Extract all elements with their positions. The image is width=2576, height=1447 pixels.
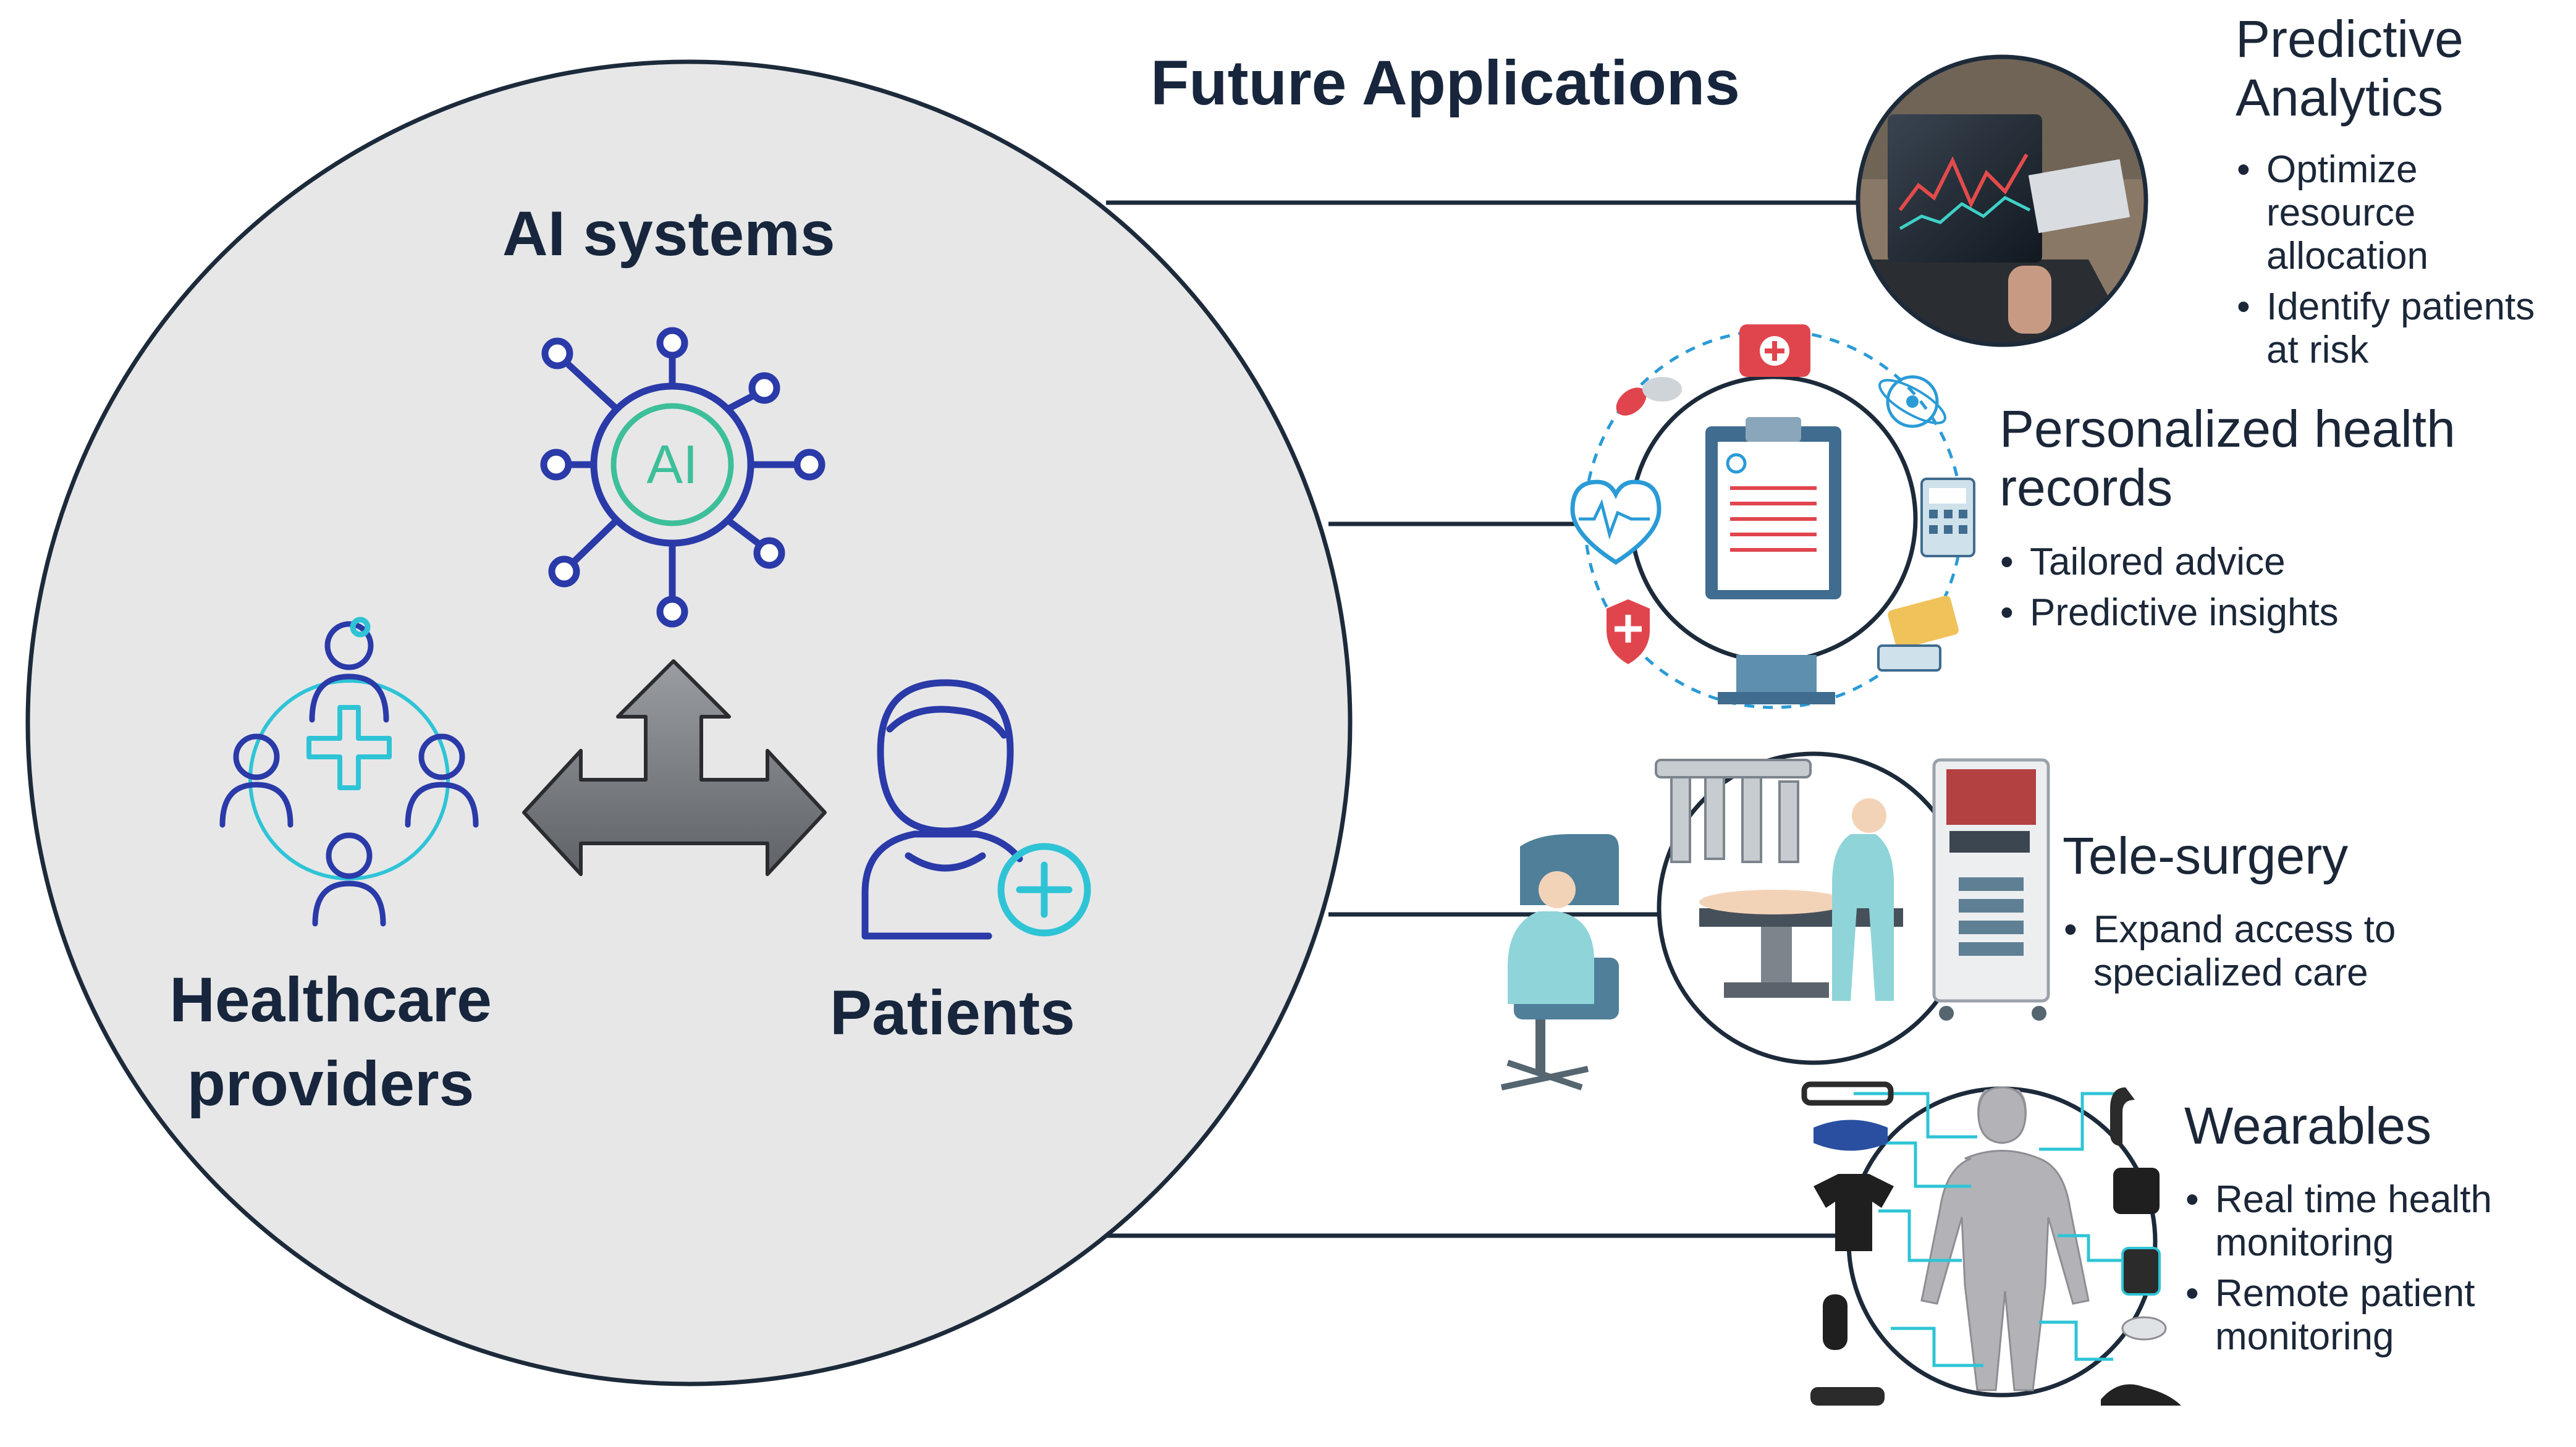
ai-icon-text: AI [646, 434, 698, 495]
ai-network-icon [540, 327, 826, 628]
predictive-analytics-title: Predictive Analytics [2236, 10, 2464, 127]
connector-lines [1106, 200, 1858, 1238]
three-way-arrow [522, 659, 827, 876]
telesurgery-bullets: Expand access to specialized care [2064, 908, 2396, 1002]
bullet-item: Expand access to specialized care [2064, 908, 2396, 995]
patients-label: Patients [830, 977, 1075, 1048]
body-wearables-illustration [1801, 1081, 2181, 1406]
bullet-item: Optimize resource allocation [2237, 148, 2535, 278]
page-title: Future Applications [1151, 48, 1740, 118]
health-records-icon-ring [1570, 324, 1975, 709]
healthcare-team-icon [219, 617, 479, 927]
ai-systems-label: AI systems [502, 198, 835, 269]
bullet-item: Real time health monitoring [2185, 1178, 2492, 1265]
wearables-title: Wearables [2184, 1097, 2431, 1155]
robotic-surgery-illustration [1500, 751, 2050, 1091]
bullet-item: Predictive insights [2000, 591, 2339, 635]
bullet-item: Identify patients at risk [2237, 285, 2535, 372]
predictive-analytics-bullets: Optimize resource allocation Identify pa… [2237, 148, 2535, 379]
wearables-bullets: Real time health monitoring Remote patie… [2185, 1178, 2492, 1366]
healthcare-providers-label: Healthcare providers [169, 964, 492, 1119]
personalized-records-title: Personalized health records [2000, 400, 2456, 517]
telesurgery-title: Tele-surgery [2063, 827, 2349, 885]
bullet-item: Tailored advice [2000, 541, 2339, 584]
personalized-records-bullets: Tailored advice Predictive insights [2000, 541, 2339, 642]
patient-icon [861, 679, 1091, 940]
bullet-item: Remote patient monitoring [2185, 1272, 2492, 1359]
